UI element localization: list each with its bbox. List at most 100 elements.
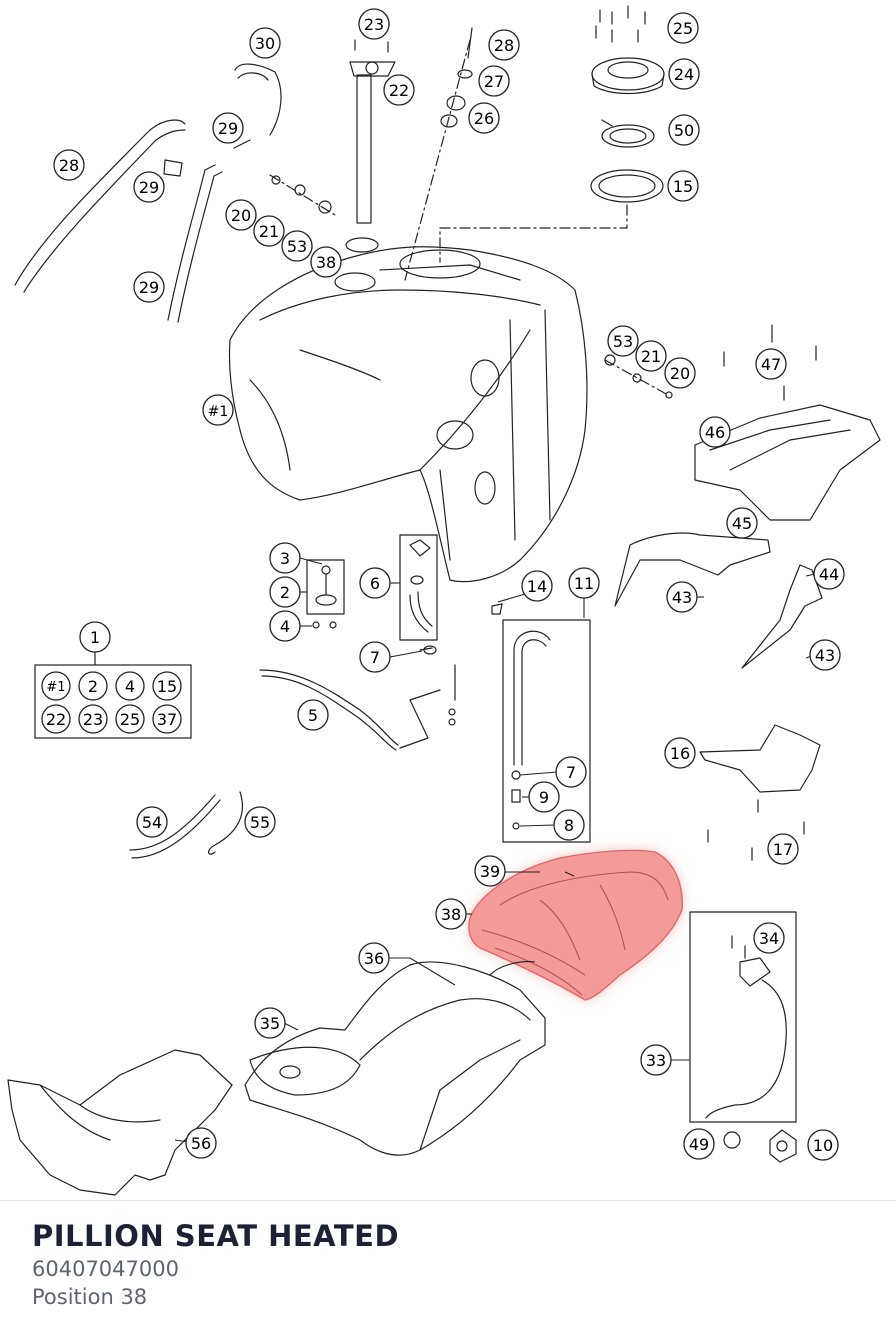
callout-21-left: 21 — [253, 215, 285, 247]
callout-6: 6 — [359, 567, 391, 599]
svg-text:30: 30 — [255, 34, 275, 53]
svg-text:5: 5 — [308, 706, 318, 725]
svg-text:15: 15 — [673, 177, 693, 196]
drain-hose-drawing — [259, 645, 456, 751]
svg-text:22: 22 — [46, 710, 66, 729]
kit-member-25: 25 — [115, 704, 145, 734]
callout-11: 11 — [568, 567, 600, 599]
svg-text:2: 2 — [280, 583, 290, 602]
heating-kit-drawing — [689, 911, 797, 1163]
svg-text:4: 4 — [280, 617, 290, 636]
svg-text:43: 43 — [815, 646, 835, 665]
callout-29-top: 28 — [53, 149, 85, 181]
svg-text:28: 28 — [59, 156, 79, 175]
svg-text:11: 11 — [574, 574, 594, 593]
callout-28: 28 — [488, 29, 520, 61]
svg-text:37: 37 — [157, 710, 177, 729]
svg-text:6: 6 — [370, 574, 380, 593]
callout-53-left: 53 — [281, 230, 313, 262]
part-number: 60407047000 — [32, 1257, 179, 1281]
callout-5: 5 — [297, 699, 329, 731]
svg-text:4: 4 — [125, 677, 135, 696]
svg-text:7: 7 — [566, 763, 576, 782]
svg-text:21: 21 — [259, 222, 279, 241]
svg-text:35: 35 — [260, 1014, 280, 1033]
svg-text:33: 33 — [646, 1051, 666, 1070]
svg-text:49: 49 — [689, 1135, 709, 1154]
callout-2: 2 — [269, 576, 301, 608]
callout-35: 35 — [254, 1007, 286, 1039]
svg-text:34: 34 — [759, 929, 779, 948]
callout-54: 54 — [136, 806, 168, 838]
callout-30: 29 — [133, 171, 165, 203]
seat-base-56-drawing — [7, 1049, 233, 1196]
callout-53-right: 53 — [607, 325, 639, 357]
callout-7-right: 7 — [555, 756, 587, 788]
tank-cap-drawing — [590, 5, 665, 203]
svg-text:25: 25 — [120, 710, 140, 729]
parts-diagram: 23 22 30 28 27 26 25 24 50 15 29 28 29 2… — [7, 5, 881, 1196]
svg-text:28: 28 — [494, 36, 514, 55]
svg-text:24: 24 — [674, 65, 694, 84]
callout-34: 34 — [753, 922, 785, 954]
part-title: PILLION SEAT HEATED — [32, 1219, 400, 1253]
svg-text:27: 27 — [484, 72, 504, 91]
callout-4: 4 — [269, 610, 301, 642]
callout-7-left: 7 — [359, 641, 391, 673]
kit-member-37: 37 — [152, 704, 182, 734]
callout-10: 10 — [807, 1129, 839, 1161]
callout-26: 26 — [468, 102, 500, 134]
svg-text:23: 23 — [83, 710, 103, 729]
svg-text:25: 25 — [673, 19, 693, 38]
callout-43-top: 43 — [666, 581, 698, 613]
callout-20-right: 20 — [664, 357, 696, 389]
callout-37: 38 — [310, 246, 342, 278]
assembly-axis-lines — [269, 39, 669, 396]
kit-member-15: 15 — [152, 671, 182, 701]
part-position: Position 38 — [32, 1285, 148, 1309]
svg-text:3: 3 — [280, 549, 290, 568]
callout-50: 50 — [668, 114, 700, 146]
svg-text:53: 53 — [287, 237, 307, 256]
callout-hash1: #1 — [202, 394, 234, 426]
pillion-seat-highlighted[interactable] — [468, 849, 683, 1001]
callout-56: 56 — [185, 1127, 217, 1159]
callout-55: 55 — [244, 806, 276, 838]
callout-39: 39 — [474, 855, 506, 887]
svg-text:20: 20 — [231, 206, 251, 225]
svg-text:14: 14 — [527, 577, 547, 596]
callout-17: 17 — [767, 833, 799, 865]
callout-15: 15 — [667, 170, 699, 202]
fuel-tank-drawing — [228, 246, 588, 583]
svg-text:39: 39 — [480, 862, 500, 881]
svg-text:29: 29 — [139, 178, 159, 197]
bracket-16-drawing — [699, 724, 821, 861]
kit-1-box — [34, 652, 192, 739]
svg-text:44: 44 — [819, 565, 839, 584]
svg-text:#1: #1 — [46, 680, 65, 695]
svg-text:55: 55 — [250, 813, 270, 832]
callout-23: 23 — [358, 8, 390, 40]
kit-member-hash1: #1 — [41, 671, 71, 701]
small-hoses-drawing — [129, 791, 243, 859]
svg-text:15: 15 — [157, 677, 177, 696]
callout-32: 30 — [249, 27, 281, 59]
callout-47: 47 — [755, 348, 787, 380]
callout-24: 24 — [668, 58, 700, 90]
svg-text:10: 10 — [813, 1136, 833, 1155]
brackets-drawing — [614, 324, 881, 669]
callout-22: 22 — [383, 74, 415, 106]
kit-member-22: 22 — [41, 704, 71, 734]
svg-text:36: 36 — [364, 949, 384, 968]
callout-45: 45 — [726, 507, 758, 539]
filler-neck-drawing — [345, 39, 396, 253]
svg-text:22: 22 — [389, 81, 409, 100]
svg-text:20: 20 — [670, 364, 690, 383]
svg-text:29: 29 — [139, 278, 159, 297]
callout-labels: 23 22 30 28 27 26 25 24 50 15 29 28 29 2… — [41, 8, 845, 1161]
callout-36: 36 — [358, 942, 390, 974]
svg-text:23: 23 — [364, 15, 384, 34]
svg-text:50: 50 — [674, 121, 694, 140]
callout-49: 49 — [683, 1128, 715, 1160]
callout-3: 3 — [269, 542, 301, 574]
